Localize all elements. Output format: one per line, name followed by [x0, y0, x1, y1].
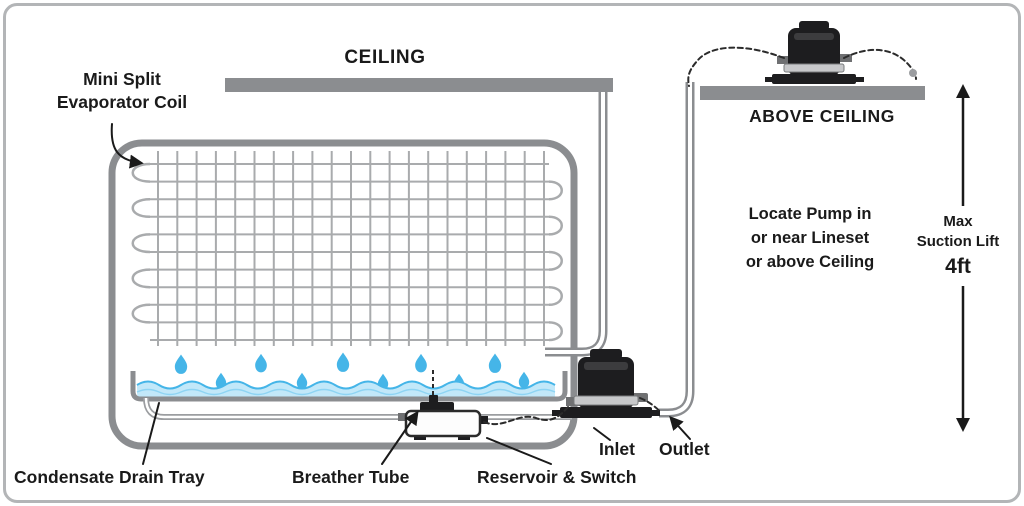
- pump-body-sheen: [794, 33, 834, 40]
- coil-left-bends: [131, 162, 151, 324]
- pump-top-cap: [590, 349, 622, 359]
- pump-inlet-port: [777, 56, 789, 64]
- reservoir-outlet-port: [478, 416, 488, 424]
- coil-right-bends: [548, 180, 563, 342]
- pump-band: [783, 63, 845, 73]
- drain-tube: [143, 397, 572, 420]
- max-suction-label: Max Suction Lift: [916, 213, 1000, 251]
- outlet-pointer: [669, 415, 691, 440]
- evaporator-pointer: [110, 123, 144, 169]
- water-fill: [137, 381, 555, 398]
- breather-tube-label: Breather Tube: [292, 467, 410, 487]
- evaporator-coil: [131, 151, 563, 346]
- pump-mount-tab: [765, 77, 774, 82]
- pump-inlet-port: [566, 397, 580, 406]
- above-pump-inlet-tubing: [687, 46, 785, 87]
- inlet-tubing: [483, 404, 571, 425]
- water-wave-inner: [136, 388, 556, 396]
- above-ceiling-pump: [765, 21, 864, 84]
- evaporator-coil-label: Mini Split Evaporator Coil: [56, 69, 188, 112]
- pump-mount-tab: [552, 410, 562, 416]
- pump-mount-tab: [855, 77, 864, 82]
- inlet-label: Inlet: [599, 439, 635, 459]
- water-wave-top: [136, 380, 556, 390]
- evaporator-unit-casing: [108, 139, 578, 450]
- tubing-end-sleeve: [909, 69, 917, 77]
- drain-tray-label: Condensate Drain Tray: [14, 467, 205, 487]
- pump-mount-tab: [650, 410, 660, 416]
- tray-water: [136, 380, 556, 398]
- outlet-tubing: [639, 397, 662, 413]
- inlet-pointer: [593, 427, 611, 441]
- ceiling-label: CEILING: [344, 47, 426, 68]
- measure-arrow-up: [956, 84, 970, 98]
- above-ceiling-bar: [700, 86, 925, 100]
- reservoir-switch-label: Reservoir & Switch: [477, 467, 637, 487]
- suction-lift-measure: [956, 84, 970, 432]
- pump-base: [560, 407, 652, 418]
- reservoir-cap: [420, 402, 454, 412]
- lineset-tube: [545, 90, 608, 357]
- coil-fins: [157, 151, 545, 346]
- tray-pointer: [142, 402, 160, 465]
- locate-pump-note: Locate Pump in or near Lineset or above …: [745, 205, 875, 271]
- label-pointers: [110, 123, 691, 465]
- reservoir-pointer: [486, 437, 552, 465]
- reservoir-foot: [414, 435, 426, 440]
- pump-body-sheen: [584, 362, 628, 370]
- above-ceiling-label: ABOVE CEILING: [749, 106, 895, 126]
- pump-band: [573, 395, 639, 406]
- pump-top-cap: [799, 21, 829, 30]
- pump-base: [772, 74, 856, 84]
- ceiling-bar: [225, 78, 613, 92]
- reservoir-body: [404, 409, 482, 438]
- breather-nub: [429, 395, 438, 404]
- reservoir-foot: [458, 435, 470, 440]
- coil-tubes: [150, 163, 549, 341]
- breather-pointer: [381, 410, 419, 465]
- max-suction-value: 4ft: [945, 255, 971, 278]
- condensate-drain-tray: [130, 371, 568, 402]
- outlet-label: Outlet: [659, 439, 710, 459]
- outlet-tube: [659, 82, 695, 418]
- measure-arrow-down: [956, 418, 970, 432]
